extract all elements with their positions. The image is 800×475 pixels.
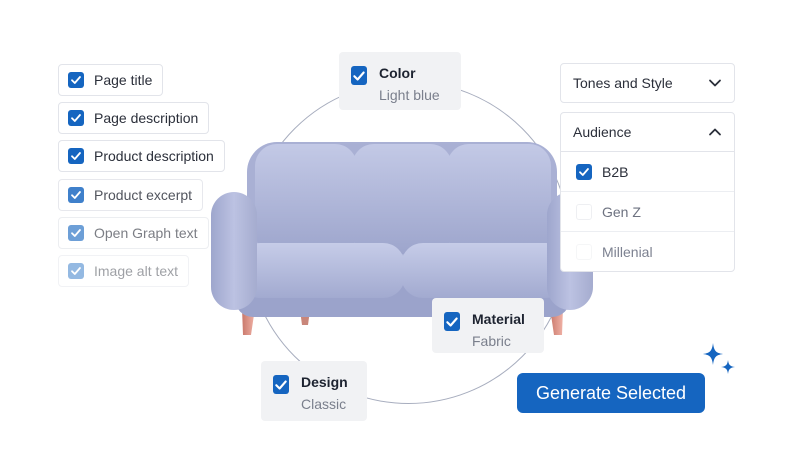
audience-panel: Audience B2B Gen Z Millenial (560, 112, 735, 272)
attribute-key: Color (379, 65, 416, 81)
checklist-item-open-graph-text[interactable]: Open Graph text (58, 217, 209, 249)
checkbox-checked-icon[interactable] (68, 72, 84, 88)
audience-label: Audience (573, 124, 632, 140)
chevron-up-icon (709, 128, 721, 136)
checklist-item-page-description[interactable]: Page description (58, 102, 210, 134)
dropdown-label: Tones and Style (573, 75, 673, 91)
sparkle-icon (703, 343, 735, 374)
attribute-key: Design (301, 374, 348, 390)
checkbox-checked-icon[interactable] (68, 110, 84, 126)
checklist-item-image-alt-text[interactable]: Image alt text (58, 255, 190, 287)
checklist-label: Product excerpt (94, 187, 193, 203)
audience-option-gen-z[interactable]: Gen Z (561, 192, 734, 232)
audience-option-label: B2B (602, 163, 629, 180)
sofa-image (211, 142, 593, 335)
checkbox-checked-icon[interactable] (68, 263, 84, 279)
audience-option-b2b[interactable]: B2B (561, 152, 734, 192)
checkbox-checked-icon[interactable] (444, 312, 460, 331)
checklist-item-page-title[interactable]: Page title (58, 64, 164, 96)
checkbox-checked-icon[interactable] (273, 375, 289, 394)
tones-style-dropdown[interactable]: Tones and Style (560, 63, 735, 103)
audience-option-millenial[interactable]: Millenial (561, 232, 734, 271)
attribute-card-design[interactable]: Design Classic (261, 361, 367, 421)
attribute-card-color[interactable]: Color Light blue (339, 52, 461, 110)
checklist-label: Page title (94, 72, 153, 88)
checklist-label: Image alt text (94, 263, 179, 279)
generate-selected-button[interactable]: Generate Selected (517, 373, 705, 413)
checkbox-checked-icon[interactable] (68, 187, 84, 203)
checkbox-unchecked-icon[interactable] (576, 203, 592, 220)
attribute-value: Classic (301, 396, 347, 412)
attribute-key: Material (472, 311, 525, 327)
checklist-label: Page description (94, 110, 199, 126)
attribute-value: Light blue (379, 87, 440, 103)
checkbox-checked-icon[interactable] (68, 148, 84, 164)
checkbox-checked-icon[interactable] (351, 66, 367, 85)
chevron-down-icon (709, 79, 721, 87)
audience-option-label: Millenial (602, 244, 653, 260)
checklist-item-product-description[interactable]: Product description (58, 140, 225, 172)
checklist-label: Product description (94, 148, 214, 164)
attribute-card-material[interactable]: Material Fabric (432, 298, 544, 353)
checklist-label: Open Graph text (94, 225, 198, 241)
audience-option-label: Gen Z (602, 203, 641, 220)
checkbox-unchecked-icon[interactable] (576, 244, 592, 260)
audience-header[interactable]: Audience (561, 113, 734, 152)
attribute-value: Fabric (472, 333, 511, 349)
checkbox-checked-icon[interactable] (576, 163, 592, 180)
checkbox-checked-icon[interactable] (68, 225, 84, 241)
checklist-item-product-excerpt[interactable]: Product excerpt (58, 179, 204, 211)
